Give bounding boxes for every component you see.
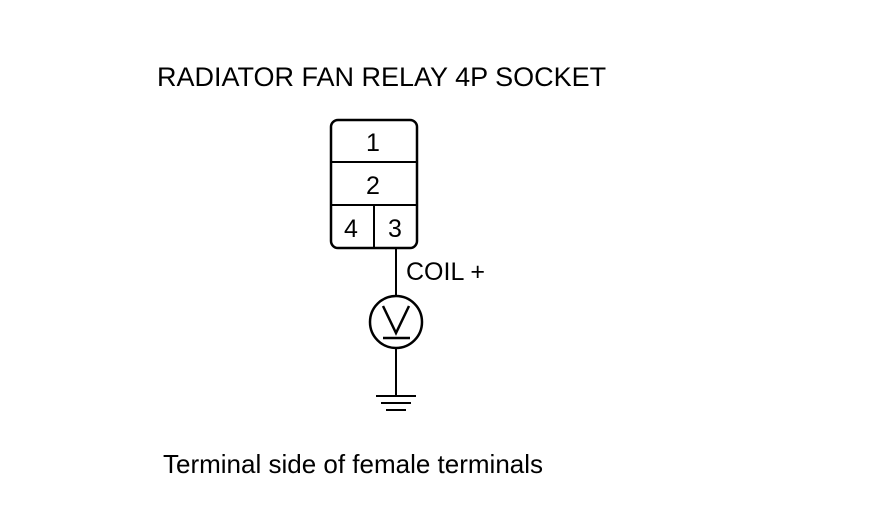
voltmeter-v-symbol	[381, 305, 411, 336]
diagram-caption: Terminal side of female terminals	[163, 449, 543, 479]
terminal-2-label: 2	[366, 172, 380, 200]
relay-socket-connector: 1 2 4 3	[329, 118, 419, 250]
probe-label: COIL +	[406, 258, 485, 286]
ground-icon	[376, 395, 416, 411]
terminal-1-label: 1	[366, 129, 380, 157]
voltmeter-icon	[368, 294, 424, 350]
terminal-4-label: 4	[344, 215, 358, 243]
diagram-title: RADIATOR FAN RELAY 4P SOCKET	[157, 62, 606, 92]
voltmeter-body	[368, 294, 424, 350]
terminal-3-label: 3	[388, 215, 402, 243]
